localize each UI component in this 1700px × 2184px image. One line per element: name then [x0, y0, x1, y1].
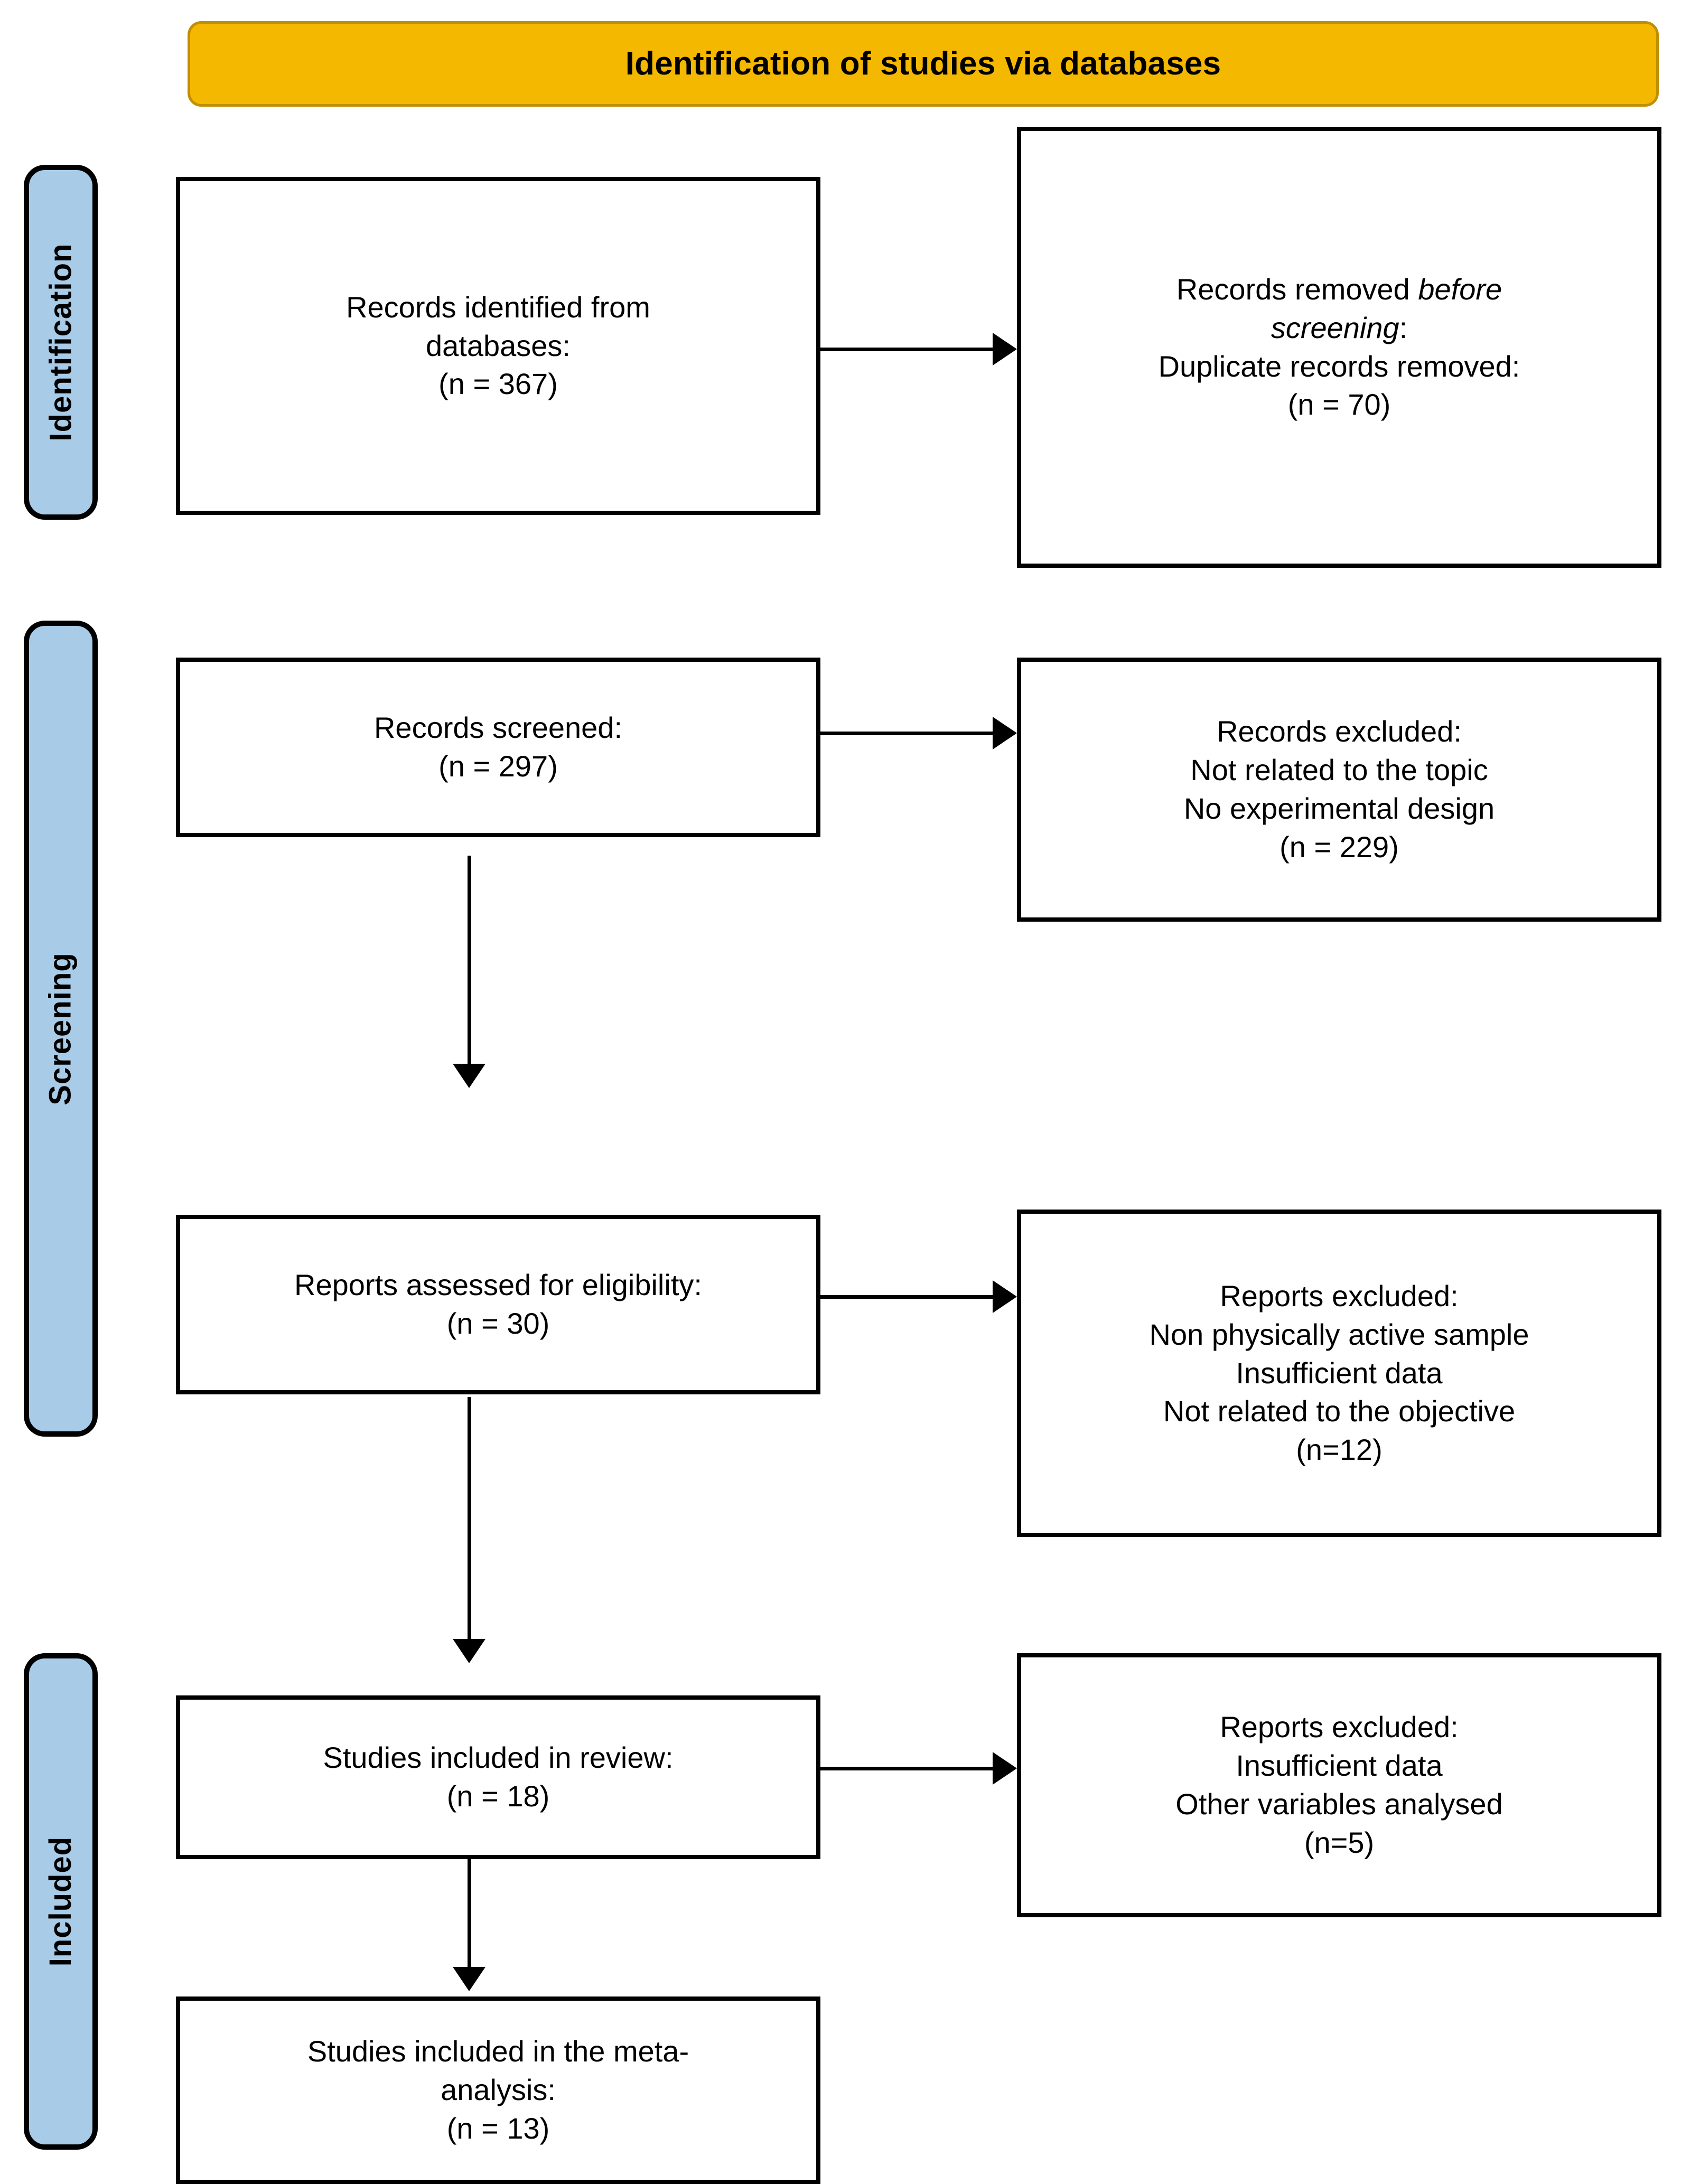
studies-included-review-line1: Studies included in review:: [323, 1741, 674, 1775]
records-screened-line2: (n = 297): [438, 749, 558, 783]
arrow-shaft: [468, 1859, 471, 1969]
reports-excluded-elig-line5: (n=12): [1296, 1433, 1383, 1467]
box-records-excluded: Records excluded: Not related to the top…: [1017, 658, 1661, 922]
banner-identification-via-databases: Identification of studies via databases: [188, 21, 1659, 107]
records-identified-line1: Records identified from: [346, 290, 650, 324]
banner-title: Identification of studies via databases: [625, 45, 1221, 82]
arrow-head: [993, 333, 1017, 365]
box-studies-included-meta-analysis: Studies included in the meta- analysis: …: [176, 1996, 820, 2184]
studies-included-meta-line1: Studies included in the meta-: [307, 2035, 689, 2068]
box-records-screened-text: Records screened: (n = 297): [194, 709, 802, 786]
records-screened-line1: Records screened:: [373, 711, 622, 745]
box-reports-assessed-text: Reports assessed for eligibility: (n = 3…: [194, 1266, 802, 1343]
box-reports-assessed-eligibility: Reports assessed for eligibility: (n = 3…: [176, 1215, 820, 1394]
box-studies-included-meta-text: Studies included in the meta- analysis: …: [194, 2032, 802, 2148]
reports-assessed-line1: Reports assessed for eligibility:: [294, 1268, 702, 1302]
box-records-removed-before-screening: Records removed before screening: Duplic…: [1017, 127, 1661, 568]
records-removed-line1-emphasis: before: [1418, 272, 1502, 306]
records-excluded-line4: (n = 229): [1279, 830, 1399, 864]
arrow-shaft: [820, 1295, 995, 1299]
stage-bar-included: Included: [24, 1653, 98, 2150]
studies-included-meta-line3: (n = 13): [446, 2111, 550, 2145]
reports-excluded-review-line2: Insufficient data: [1236, 1749, 1443, 1783]
box-records-identified-text: Records identified from databases: (n = …: [194, 288, 802, 404]
box-records-excluded-text: Records excluded: Not related to the top…: [1035, 713, 1643, 866]
arrow-shaft: [820, 732, 995, 735]
reports-excluded-elig-line4: Not related to the objective: [1163, 1394, 1516, 1428]
arrow-head: [453, 1064, 485, 1088]
records-excluded-line3: No experimental design: [1183, 792, 1495, 825]
reports-excluded-elig-line3: Insufficient data: [1236, 1356, 1443, 1390]
records-identified-line2: databases:: [426, 329, 571, 362]
reports-excluded-elig-line1: Reports excluded:: [1220, 1279, 1459, 1313]
arrow-shaft: [468, 1397, 471, 1641]
records-removed-line4: (n = 70): [1287, 388, 1391, 421]
records-removed-line2-emphasis: screening: [1271, 311, 1399, 344]
box-reports-excluded-review: Reports excluded: Insufficient data Othe…: [1017, 1653, 1661, 1917]
reports-excluded-elig-line2: Non physically active sample: [1149, 1317, 1529, 1351]
box-reports-excluded-review-text: Reports excluded: Insufficient data Othe…: [1035, 1708, 1643, 1862]
studies-included-review-line2: (n = 18): [446, 1779, 550, 1813]
stage-bar-identification: Identification: [24, 165, 98, 520]
records-removed-line2-colon: :: [1399, 311, 1408, 344]
box-studies-included-review-text: Studies included in review: (n = 18): [194, 1739, 802, 1816]
arrow-head: [993, 1752, 1017, 1785]
records-excluded-line2: Not related to the topic: [1190, 753, 1488, 787]
box-studies-included-review: Studies included in review: (n = 18): [176, 1695, 820, 1859]
records-identified-line3: (n = 367): [438, 367, 558, 401]
records-excluded-line1: Records excluded:: [1217, 715, 1462, 748]
stage-bar-screening: Screening: [24, 621, 98, 1437]
reports-assessed-line2: (n = 30): [446, 1307, 550, 1340]
box-records-screened: Records screened: (n = 297): [176, 658, 820, 837]
stage-label-screening: Screening: [43, 952, 78, 1105]
arrow-head: [453, 1639, 485, 1663]
box-records-identified: Records identified from databases: (n = …: [176, 177, 820, 515]
arrow-shaft: [820, 348, 995, 351]
arrow-head: [453, 1967, 485, 1991]
arrow-head: [993, 717, 1017, 749]
box-records-removed-text: Records removed before screening: Duplic…: [1035, 270, 1643, 424]
reports-excluded-review-line3: Other variables analysed: [1175, 1787, 1503, 1821]
records-removed-line1-plain: Records removed: [1176, 272, 1418, 306]
box-reports-excluded-eligibility-text: Reports excluded: Non physically active …: [1035, 1277, 1643, 1469]
stage-label-identification: Identification: [43, 243, 78, 442]
box-reports-excluded-eligibility: Reports excluded: Non physically active …: [1017, 1210, 1661, 1537]
arrow-shaft: [468, 856, 471, 1066]
reports-excluded-review-line4: (n=5): [1304, 1825, 1375, 1859]
records-removed-line3: Duplicate records removed:: [1158, 349, 1520, 383]
reports-excluded-review-line1: Reports excluded:: [1220, 1710, 1459, 1744]
arrow-head: [993, 1280, 1017, 1313]
arrow-shaft: [820, 1767, 995, 1770]
stage-label-included: Included: [43, 1836, 78, 1967]
studies-included-meta-line2: analysis:: [441, 2073, 556, 2107]
